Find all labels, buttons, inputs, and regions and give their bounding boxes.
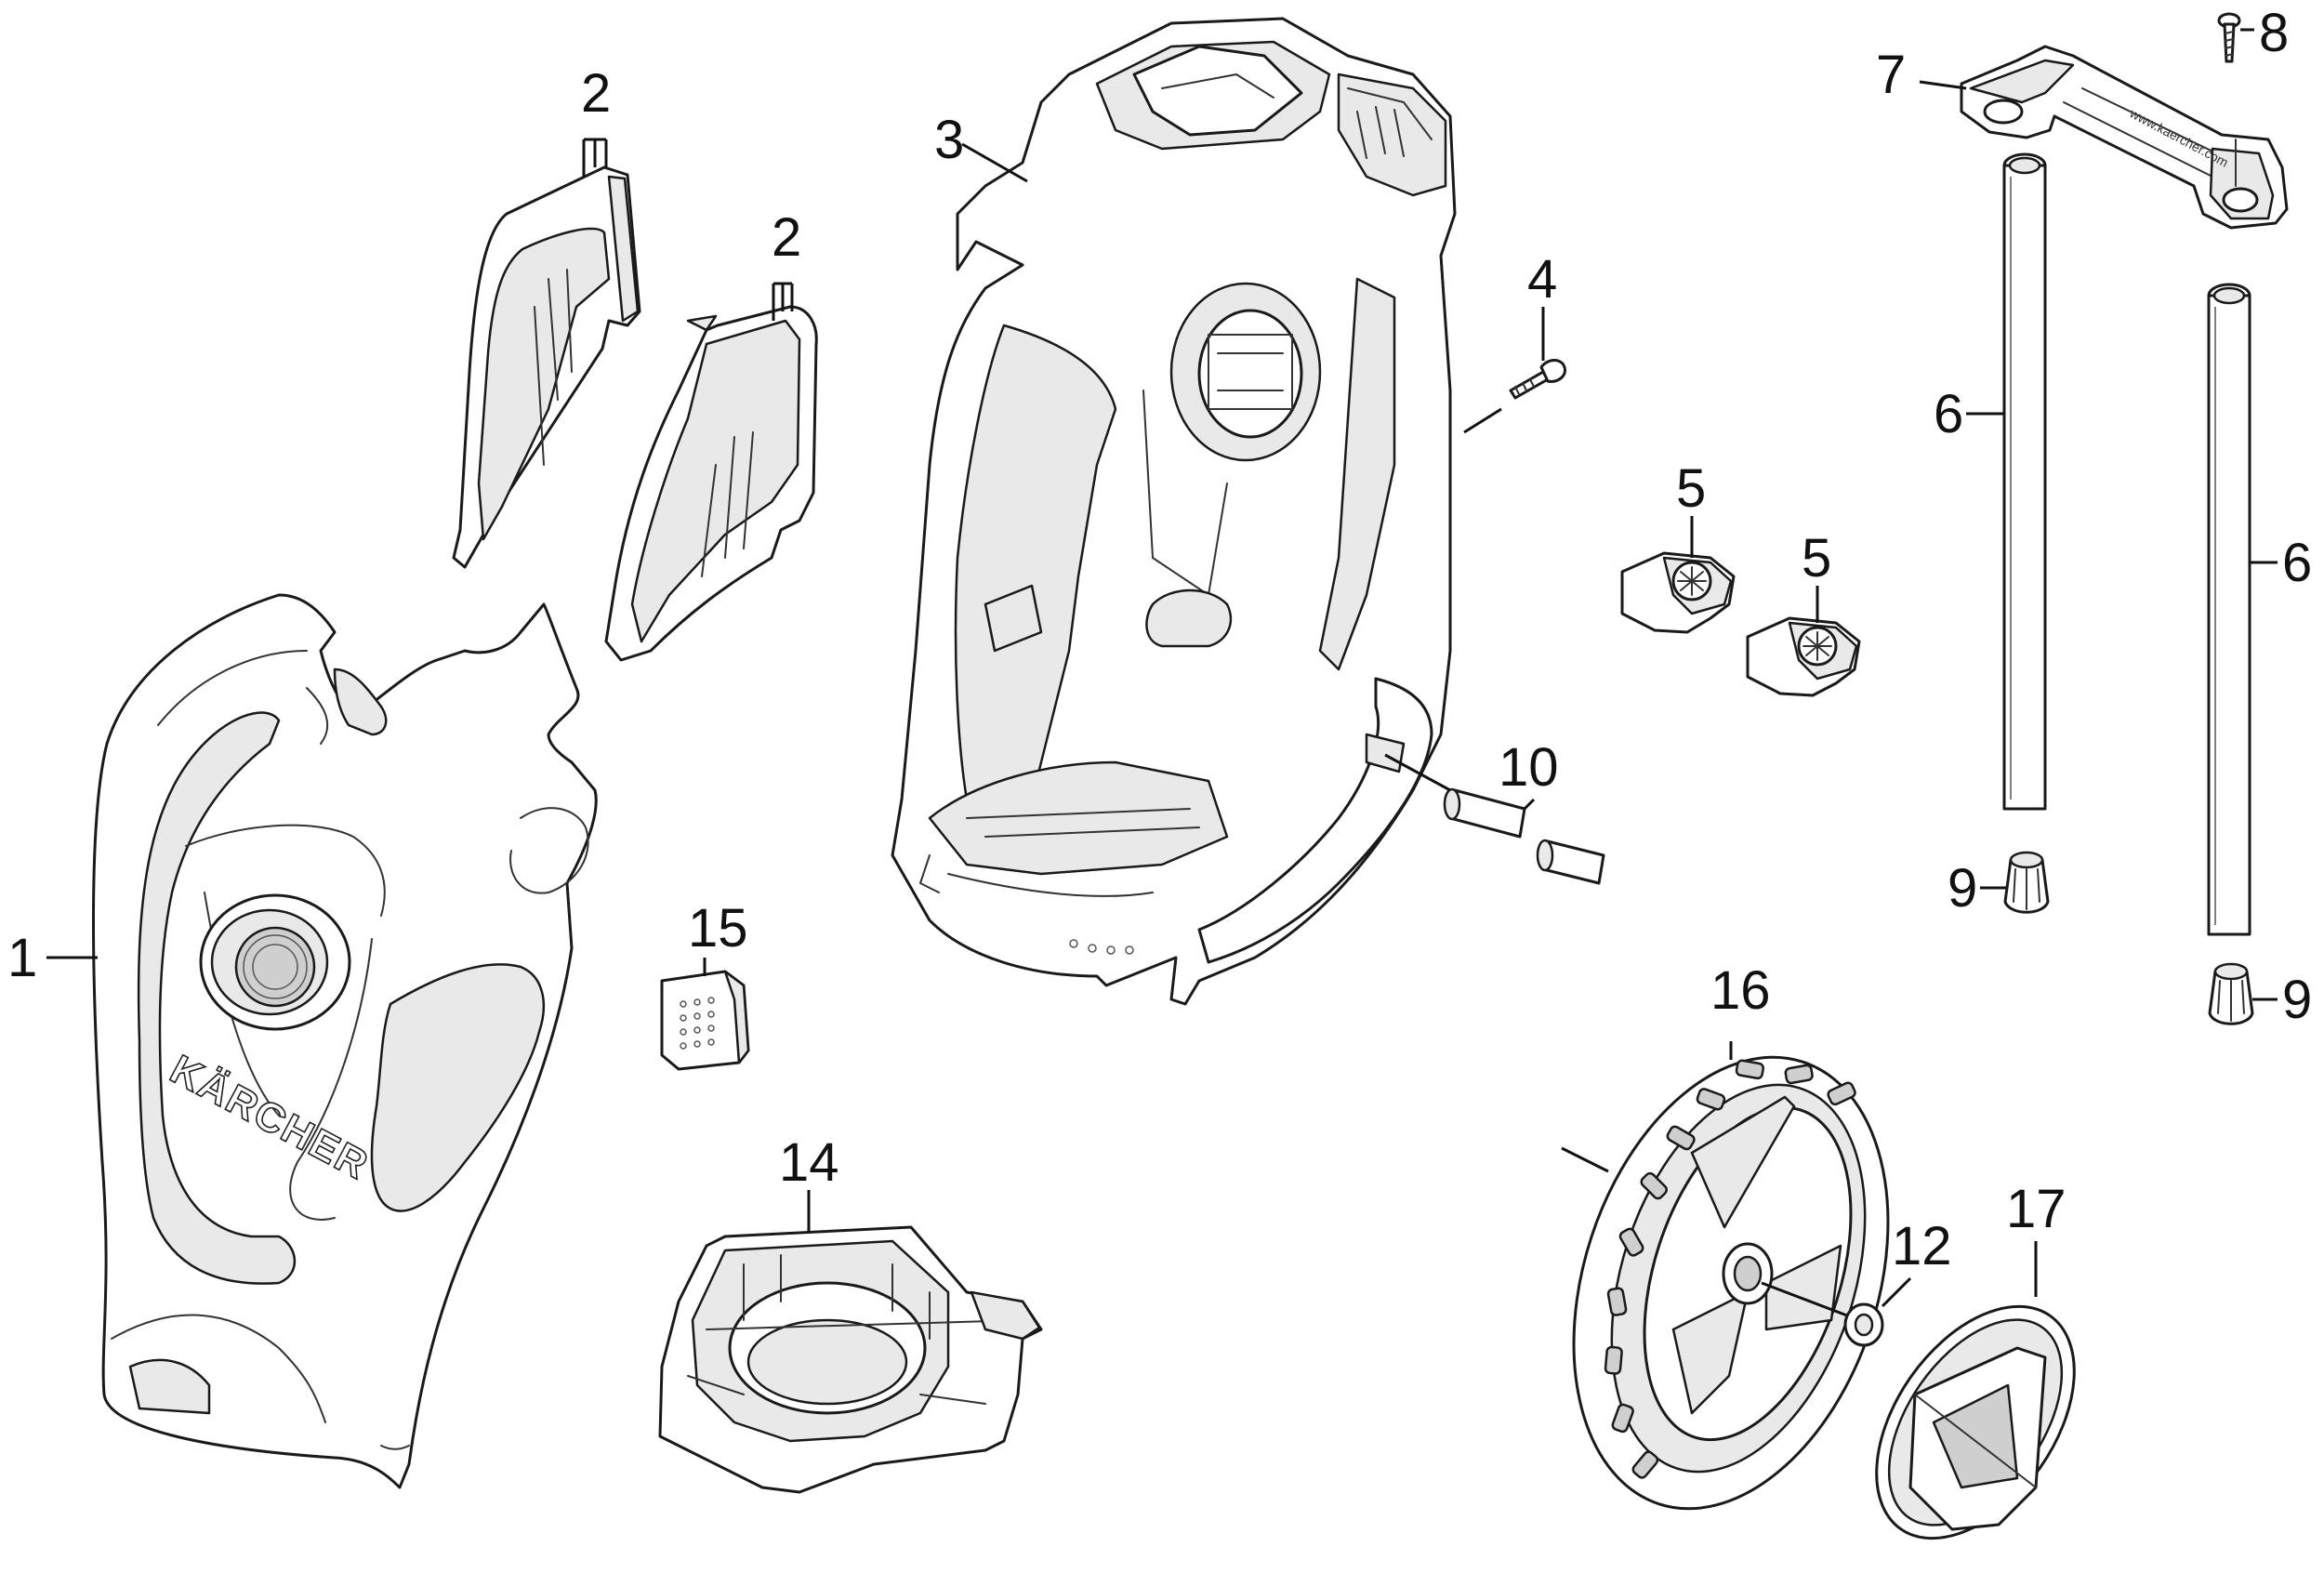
part-7-handle: www.kaercher.com 7 xyxy=(1876,45,2289,230)
callout-5-b: 5 xyxy=(1802,528,1831,588)
callout-10: 10 xyxy=(1499,737,1559,798)
callout-2-top: 2 xyxy=(581,63,611,124)
callout-6-right: 6 xyxy=(2282,533,2312,593)
part-4-screw: 4 xyxy=(1463,249,1566,434)
callout-8: 8 xyxy=(2259,3,2289,63)
callout-2-lower: 2 xyxy=(772,207,801,268)
callout-1: 1 xyxy=(7,928,37,988)
part-2-upper-cover: 2 xyxy=(452,63,641,569)
callout-3: 3 xyxy=(934,110,964,170)
part-15-filter: 15 xyxy=(660,898,750,1071)
callout-15: 15 xyxy=(688,898,748,958)
filter-grille xyxy=(680,997,715,1050)
part-9-cap-right: 9 xyxy=(2208,962,2312,1030)
part-9-cap-left: 9 xyxy=(1948,851,2050,919)
part-5-clip-b: 5 xyxy=(1746,528,1861,697)
callout-17: 17 xyxy=(2006,1179,2067,1239)
callout-14: 14 xyxy=(779,1132,839,1193)
callout-6-left: 6 xyxy=(1934,384,1963,444)
callout-12: 12 xyxy=(1892,1216,1952,1276)
part-6-tube-right: 6 xyxy=(2207,283,2312,936)
callout-9-left: 9 xyxy=(1948,858,1977,919)
part-2-lower-cover: 2 xyxy=(604,207,818,662)
part-17-hubcap: 17 xyxy=(1875,1179,2076,1540)
callout-16: 16 xyxy=(1710,960,1771,1021)
callout-9-right: 9 xyxy=(2282,970,2312,1030)
part-16-wheel: 16 xyxy=(1561,960,1890,1511)
part-3-base-frame: 3 xyxy=(891,17,1457,1006)
wheel-tread xyxy=(1604,1059,1856,1479)
part-10-axle: 10 xyxy=(1384,737,1605,885)
callout-7: 7 xyxy=(1876,45,1906,105)
part-8-screw: 8 xyxy=(2217,3,2289,63)
part-12-washer: 12 xyxy=(1843,1216,1952,1347)
part-6-tube-left: 6 xyxy=(1934,152,2047,811)
part-1-front-housing: KÄRCHER 1 xyxy=(7,593,598,1489)
callout-5-a: 5 xyxy=(1676,458,1706,519)
part-5-clip-a: 5 xyxy=(1620,458,1736,634)
callout-4: 4 xyxy=(1527,249,1557,310)
part-14-holder: 14 xyxy=(658,1132,1043,1494)
